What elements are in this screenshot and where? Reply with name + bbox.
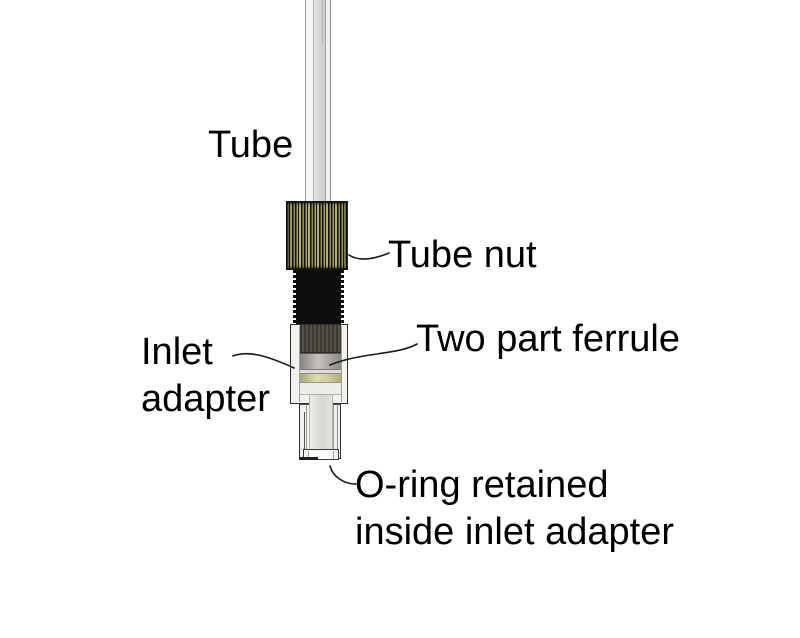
bore-line [304,412,305,456]
o-ring-leader-line [329,465,357,485]
bore-line [306,405,307,455]
tube-facet-line [322,0,323,46]
adapter-inner-wall-left [299,326,300,402]
ferrule-upper-part-graphic [300,353,341,370]
tube-label: Tube [208,124,294,166]
ferrule-lower-ring-graphic [300,373,341,383]
tube-graphic [305,0,331,202]
tube-nut-graphic [286,201,348,270]
ferrule-gap-line [300,370,341,373]
inner-tube-graphic [309,395,333,456]
tube-nut-label: Tube nut [388,234,537,276]
stem-inside-adapter-graphic [300,325,341,353]
inlet-adapter-label: Inlet adapter [141,329,270,423]
two-part-ferrule-label: Two part ferrule [416,318,680,360]
o-ring-seat-inner-graphic [308,451,334,459]
adapter-inner-wall-right [341,326,342,402]
bore-line [337,405,338,455]
o-ring-seat-edge [299,457,318,460]
o-ring-label-line2: inside inlet adapter [355,511,674,553]
inlet-adapter-label-line2: adapter [141,378,270,420]
o-ring-label-line1: O-ring retained [355,464,609,506]
ferrule-seat-graphic [300,383,341,395]
threaded-stem-graphic [293,270,344,325]
bore-line [333,405,334,455]
o-ring-label: O-ring retained inside inlet adapter [355,462,674,556]
inlet-adapter-label-line1: Inlet [141,331,213,373]
tube-nut-leader-line [348,252,390,260]
